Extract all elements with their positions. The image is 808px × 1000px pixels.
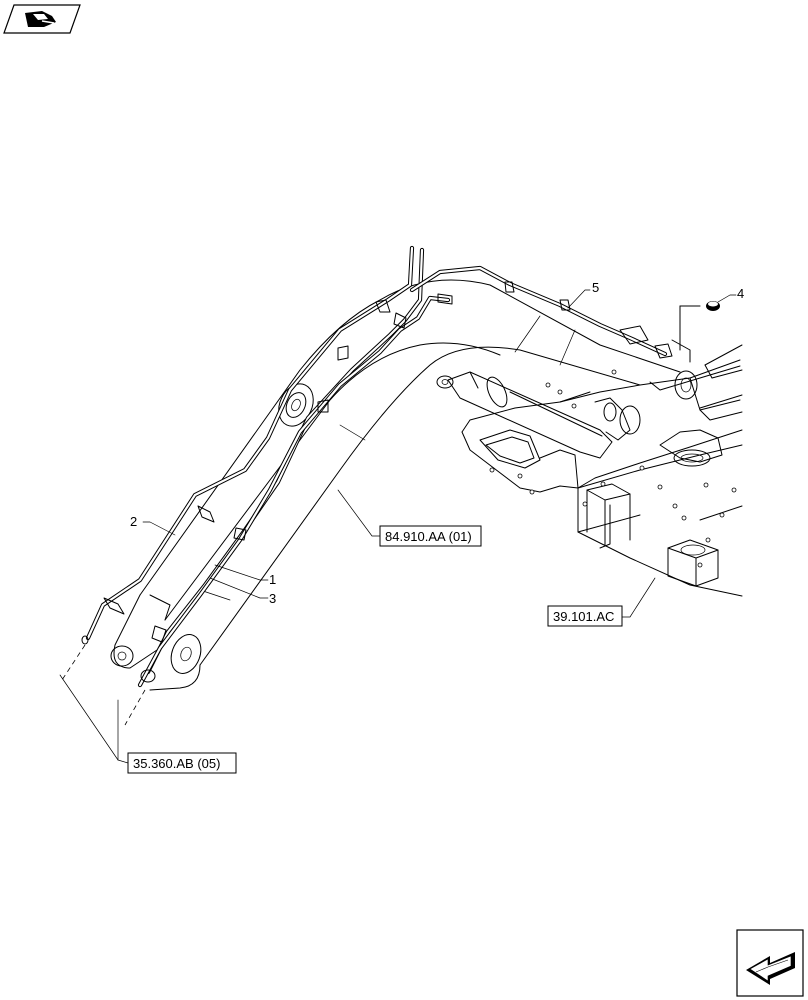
callout-3[interactable]: 3 [269,591,276,606]
reference-84-910-aa[interactable]: 84.910.AA (01) [379,525,482,547]
reference-39-101-ac[interactable]: 39.101.AC [547,605,623,627]
hose-line-3 [81,293,453,688]
boom [110,279,698,691]
callout-2[interactable]: 2 [130,514,137,529]
dashed-continuation [61,644,146,726]
fitting-4 [671,301,720,363]
callout-numbers: 1 2 3 4 5 [130,280,744,606]
hose-line-2 [85,245,415,641]
hose-line-1 [145,247,425,675]
bolt-marks [489,369,737,568]
book-hand-icon[interactable] [3,4,81,34]
next-page-arrow-icon[interactable] [736,929,804,997]
reference-39-101-ac-label: 39.101.AC [553,609,614,624]
callout-leaders [59,289,737,764]
reference-84-910-aa-label: 84.910.AA (01) [385,529,472,544]
chassis-structure [461,344,743,597]
callout-1[interactable]: 1 [269,572,276,587]
excavator-boom-drawing [61,245,743,726]
callout-5[interactable]: 5 [592,280,599,295]
reference-35-360-ab[interactable]: 35.360.AB (05) [127,752,237,774]
boom-cylinder [436,371,631,459]
callout-4[interactable]: 4 [737,286,744,301]
hose-line-5 [409,265,673,359]
reference-35-360-ab-label: 35.360.AB (05) [133,756,220,771]
